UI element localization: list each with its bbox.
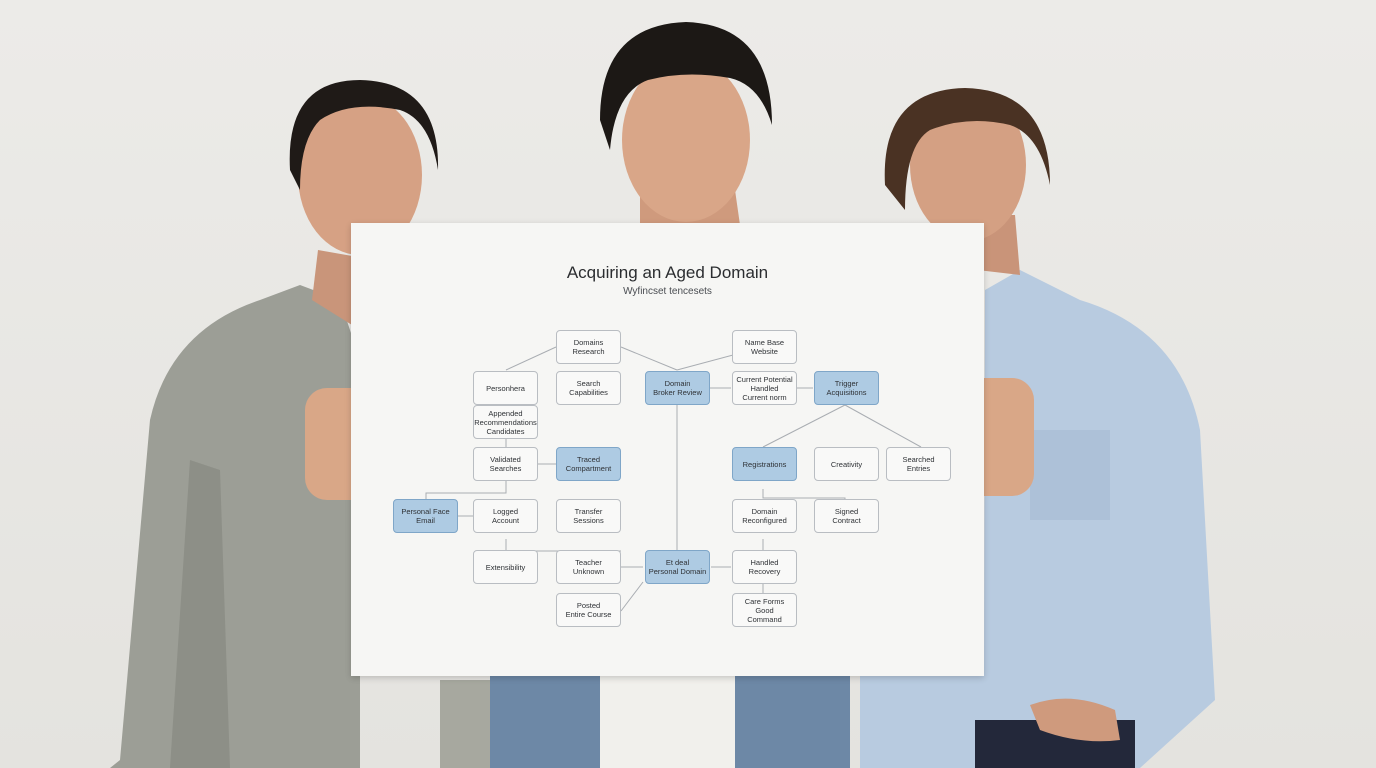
- flowchart-node: Transfer Sessions: [556, 499, 621, 533]
- flowchart-node: Signed Contract: [814, 499, 879, 533]
- flowchart-node: Posted Entire Course: [556, 593, 621, 627]
- flowchart-poster: Acquiring an Aged Domain Wyfincset tence…: [351, 223, 984, 676]
- poster-subtitle: Wyfincset tencesets: [623, 286, 712, 297]
- flowchart-node: Registrations: [732, 447, 797, 481]
- flowchart-node: Search Capabilities: [556, 371, 621, 405]
- flowchart-node: Appended Recommendations Candidates: [473, 405, 538, 439]
- flowchart-node: Name Base Website: [732, 330, 797, 364]
- flowchart-node: Personal Face Email: [393, 499, 458, 533]
- flowchart-node: Domain Reconfigured: [732, 499, 797, 533]
- flowchart-node: Domains Research: [556, 330, 621, 364]
- flowchart-node: Logged Account: [473, 499, 538, 533]
- flowchart-node: Teacher Unknown: [556, 550, 621, 584]
- flowchart-node: Traced Compartment: [556, 447, 621, 481]
- flowchart-node: Domain Broker Review: [645, 371, 710, 405]
- flowchart-node: Current Potential Handled Current norm: [732, 371, 797, 405]
- flowchart-node: Validated Searches: [473, 447, 538, 481]
- flowchart-node: Extensibility: [473, 550, 538, 584]
- flowchart-node: Searched Entries: [886, 447, 951, 481]
- flowchart-node: Trigger Acquisitions: [814, 371, 879, 405]
- flowchart-node: Creativity: [814, 447, 879, 481]
- flowchart-node: Handled Recovery: [732, 550, 797, 584]
- poster-title: Acquiring an Aged Domain: [566, 263, 769, 282]
- flowchart-node: Et deal Personal Domain: [645, 550, 710, 584]
- flowchart-node: Personhera: [473, 371, 538, 405]
- flowchart-node: Care Forms Good Command: [732, 593, 797, 627]
